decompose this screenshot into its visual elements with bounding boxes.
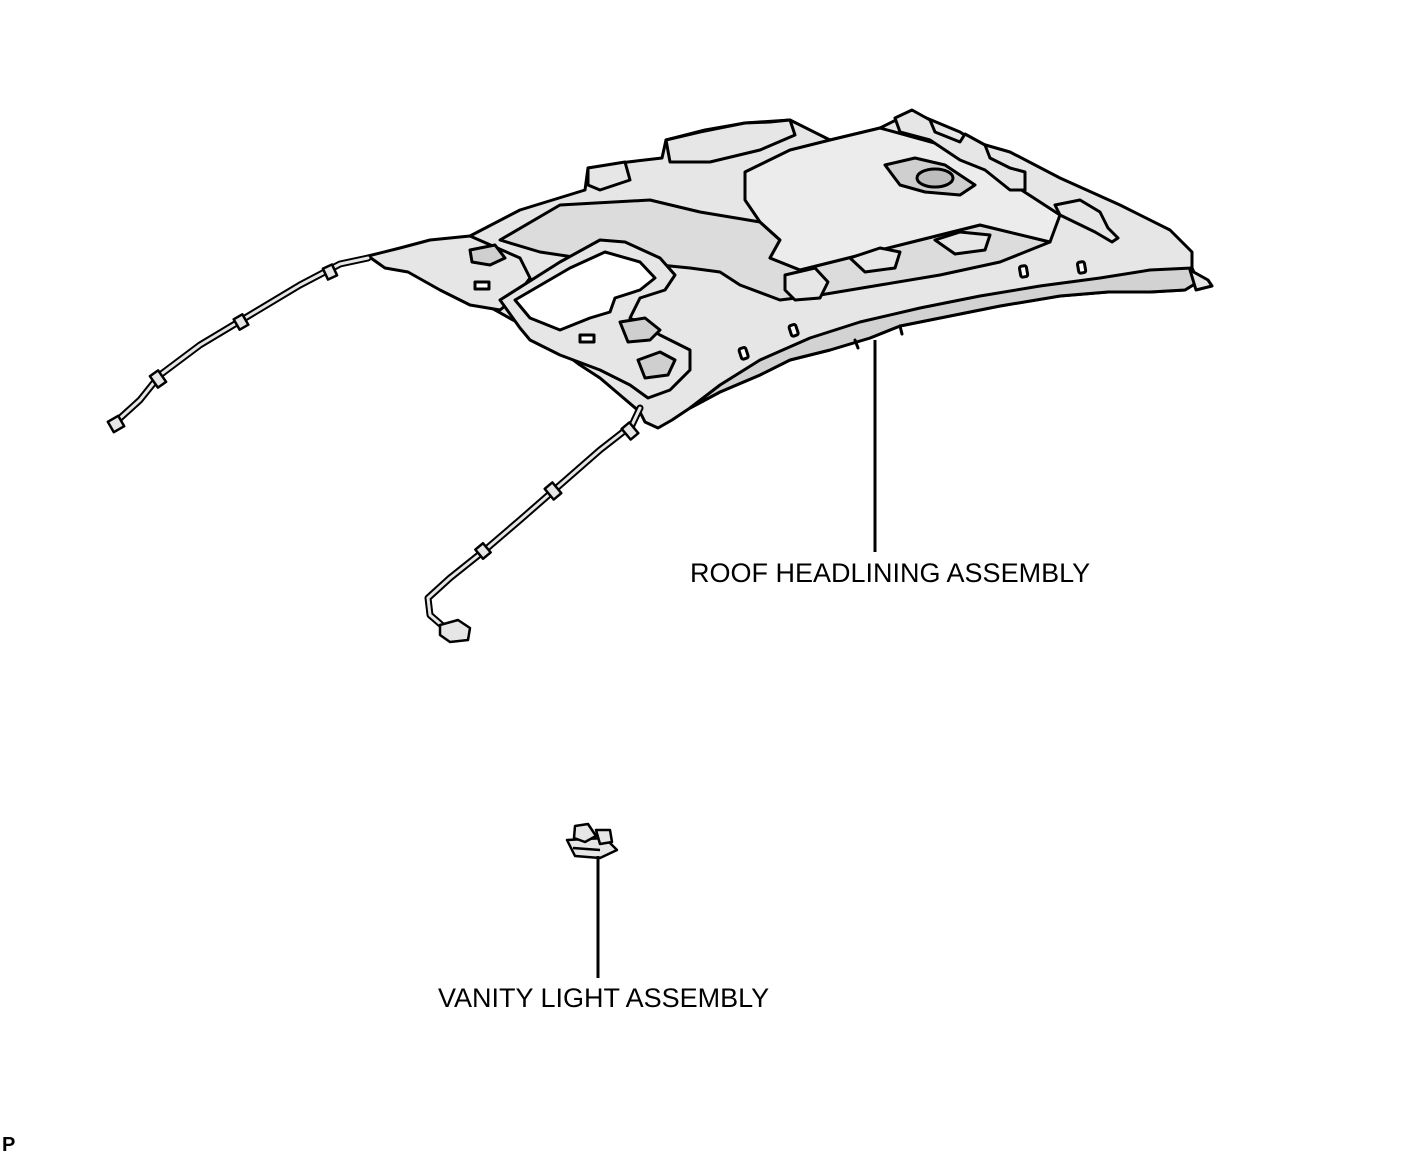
rear-clip-left [1053,198,1120,244]
sun-visor-mount-2 [664,118,797,164]
front-grab-pad-2 [848,246,902,274]
front-edge [688,266,1200,410]
front-grab-pad-3 [933,230,992,256]
vanity-light-label: VANITY LIGHT ASSEMBLY [438,983,770,1013]
rear-bracket [893,108,1027,192]
wire-harness-right [424,404,644,644]
wire-harness-left [106,254,372,434]
harness-frame [366,234,692,400]
sun-visor-mount-1 [586,160,632,192]
front-grab-pad [783,266,830,302]
console-opening [513,250,657,332]
vanity-light-assembly [565,822,619,860]
upper-panel [743,126,1062,272]
roof-headlining-label: ROOF HEADLINING ASSEMBLY [690,558,1091,588]
figure-code: P [2,1134,16,1156]
